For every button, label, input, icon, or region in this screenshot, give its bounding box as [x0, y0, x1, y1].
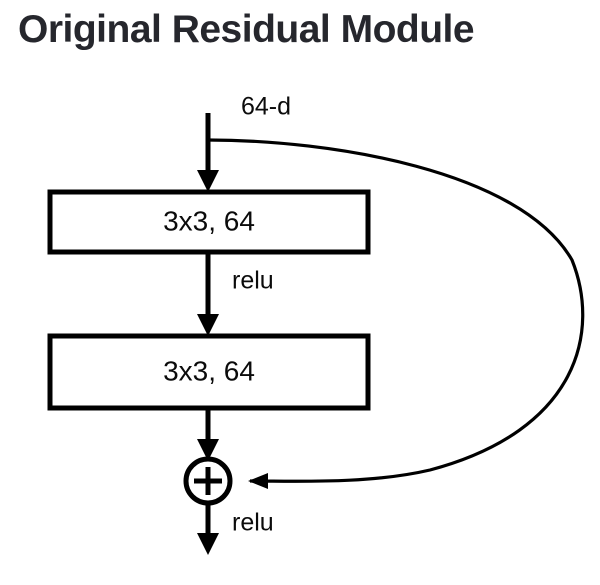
output-arrowhead — [197, 533, 219, 555]
add-node[interactable] — [183, 456, 233, 506]
output-arrow — [197, 503, 219, 555]
arrow-to-add-node-arrowhead — [197, 439, 219, 461]
relu-label-after-add: relu — [232, 509, 274, 537]
input-dimension-label: 64-d — [241, 93, 291, 121]
skip-connection-arrowhead — [248, 473, 268, 489]
page-title: Original Residual Module — [18, 8, 475, 51]
conv-block-2-rect[interactable] — [47, 333, 371, 411]
conv-block-2[interactable]: 3x3, 64 — [47, 333, 371, 411]
input-arrow — [197, 113, 219, 192]
relu-label-between-blocks: relu — [232, 267, 274, 295]
conv-block-2-label: 3x3, 64 — [163, 355, 255, 386]
relu-arrow-1 — [197, 252, 219, 336]
arrow-to-add-node — [197, 408, 219, 461]
conv-block-1-label: 3x3, 64 — [163, 205, 255, 236]
skip-connection-path — [207, 138, 585, 489]
relu-arrow-1-arrowhead — [197, 314, 219, 336]
conv-block-1[interactable]: 3x3, 64 — [47, 189, 371, 255]
input-arrowhead — [197, 170, 219, 192]
